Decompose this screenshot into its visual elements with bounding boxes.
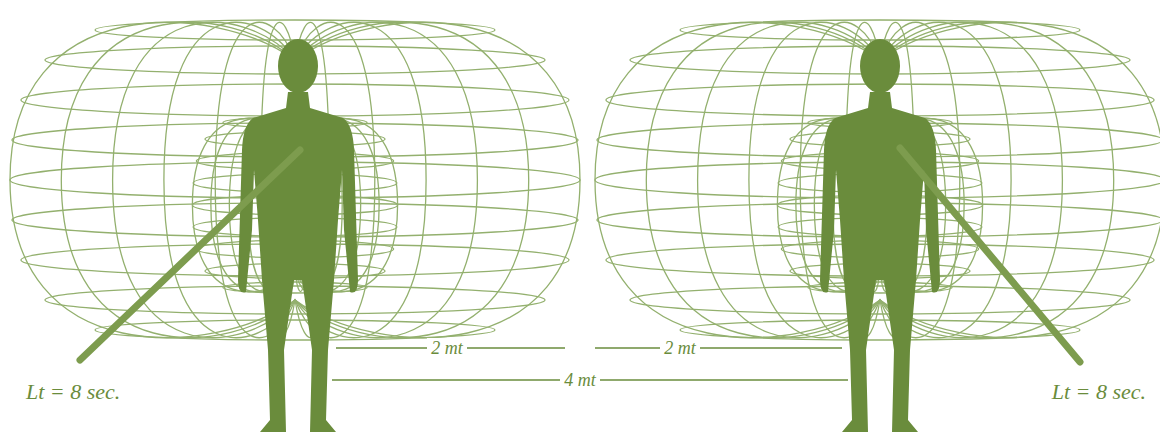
duration-label: Lt = 8 sec. — [22, 379, 124, 404]
dimension-label: 2 mt — [427, 338, 467, 359]
pointer-bar — [900, 148, 1080, 362]
dimension-label: 2 mt — [660, 338, 700, 359]
dimension-label: 4 mt — [560, 370, 600, 391]
human-figure — [238, 39, 358, 432]
duration-label: Lt = 8 sec. — [1048, 379, 1150, 404]
human-figure — [820, 39, 940, 432]
dimension-line — [595, 347, 842, 349]
pointer-bar — [80, 150, 300, 360]
